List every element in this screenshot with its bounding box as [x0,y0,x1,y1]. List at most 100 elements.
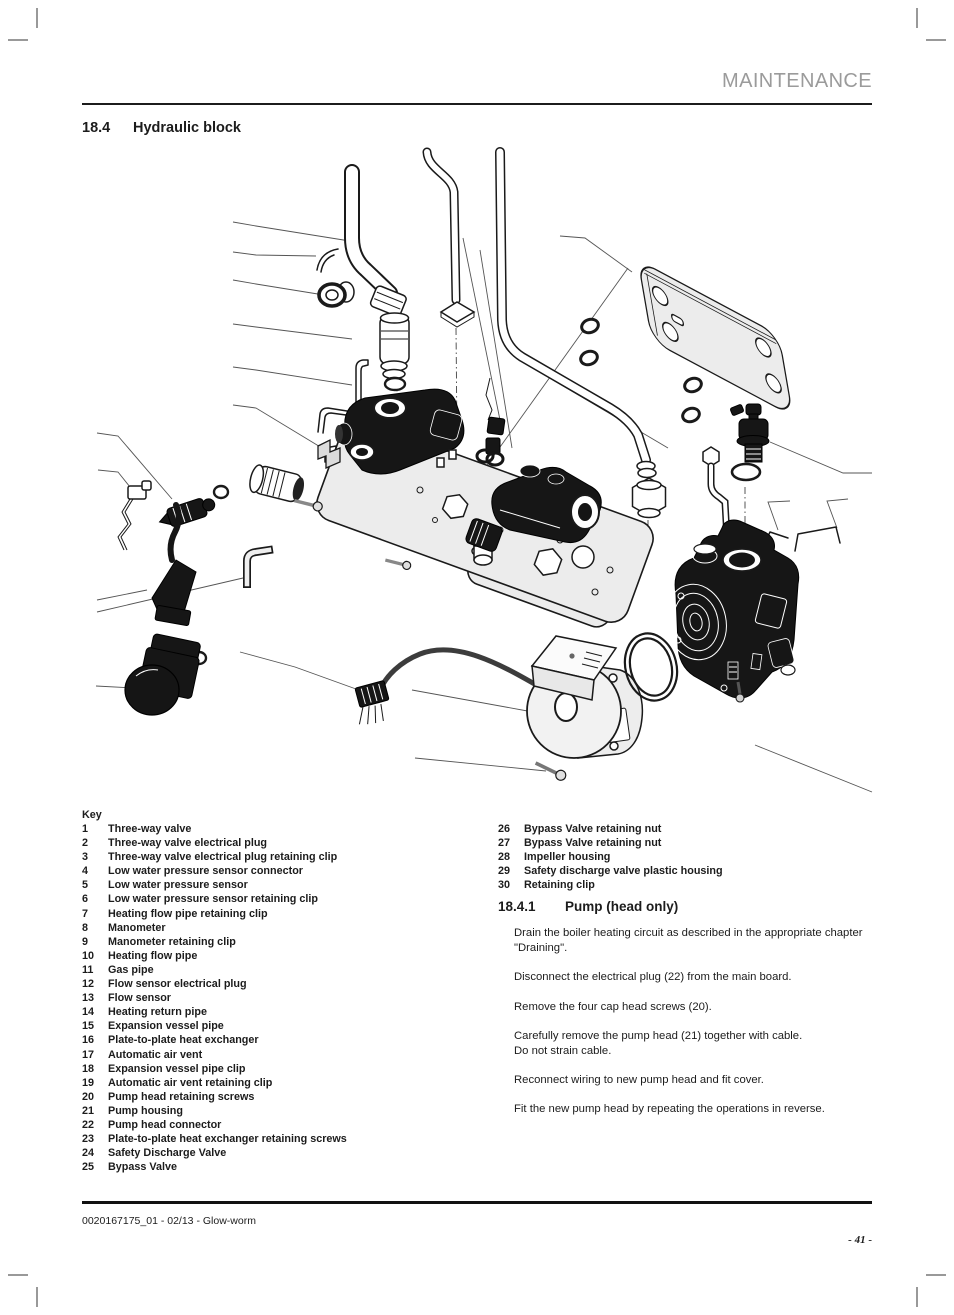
pump-head-drawing [354,635,644,781]
key-row: 30 Retaining clip [498,878,888,892]
key-number: 16 [82,1034,95,1047]
key-number: 24 [82,1147,95,1160]
key-number: 22 [82,1118,95,1131]
key-row: 14 Heating return pipe [82,1005,482,1019]
section-number: 18.4 [82,120,111,136]
key-number: 20 [82,1090,95,1103]
footer-page-number: - 41 - [848,1234,872,1246]
key-heading: Key [82,809,102,821]
key-label: Impeller housing [524,851,611,864]
key-label: Manometer [108,921,166,934]
return-pipe-nut [631,477,667,517]
key-row: 12 Flow sensor electrical plug [82,977,482,991]
key-label: Low water pressure sensor retaining clip [108,893,319,906]
housing-screw [735,681,745,703]
key-row: 25 Bypass Valve [82,1160,482,1174]
key-label: Three-way valve electrical plug retainin… [108,851,338,864]
key-row: 29 Safety discharge valve plastic housin… [498,864,888,878]
key-row: 3 Three-way valve electrical plug retain… [82,850,482,864]
key-number: 25 [82,1161,95,1174]
key-number: 30 [498,879,511,892]
key-number: 6 [82,893,89,906]
terminal-box [530,635,618,681]
key-row: 11 Gas pipe [82,963,482,977]
key-label: Pump housing [108,1104,183,1117]
key-row: 26 Bypass Valve retaining nut [498,822,888,836]
instruction-paragraphs: Drain the boiler heating circuit as desc… [514,926,876,1132]
pump-housing-drawing [665,519,800,703]
key-number: 4 [82,865,89,878]
key-row: 20 Pump head retaining screws [82,1090,482,1104]
air-vent-o-ring [730,462,762,482]
pipe-union [317,281,355,308]
key-row: 23 Plate-to-plate heat exchanger retaini… [82,1132,482,1146]
key-label: Automatic air vent retaining clip [108,1076,273,1089]
page-header: MAINTENANCE [722,70,872,92]
three-way-valve-drawing [249,388,465,571]
key-number: 9 [82,935,89,948]
key-number: 5 [82,879,89,892]
instruction-paragraph: Remove the four cap head screws (20). [514,1000,712,1013]
key-column-1: 1 Three-way valve 2 Three-way valve elec… [82,822,482,1174]
key-label: Manometer retaining clip [108,935,236,948]
valve-plug [151,559,197,617]
key-label: Low water pressure sensor connector [108,865,304,878]
key-label: Pump head connector [108,1118,222,1131]
key-number: 1 [82,823,89,835]
key-number: 21 [82,1104,95,1117]
lwp-clip [243,545,274,588]
key-number: 14 [82,1006,95,1019]
clips [317,359,841,552]
key-label: Bypass Valve [108,1161,178,1174]
key-row: 10 Heating flow pipe [82,949,482,963]
key-number: 23 [82,1133,95,1146]
key-row: 9 Manometer retaining clip [82,935,482,949]
air-vent-drawing [730,403,770,482]
key-column-2: 26 Bypass Valve retaining nut 27 Bypass … [498,822,888,892]
key-row: 18 Expansion vessel pipe clip [82,1062,482,1076]
key-label: Gas pipe [108,963,154,976]
key-row: 8 Manometer [82,921,482,935]
subsection-number: 18.4.1 [498,899,536,914]
key-number: 27 [498,837,511,850]
key-number: 18 [82,1062,95,1075]
key-row: 15 Expansion vessel pipe [82,1019,482,1033]
section-title: Hydraulic block [133,120,241,136]
pump-cable [377,647,541,693]
key-label: Plate-to-plate heat exchanger [108,1034,259,1047]
key-number: 29 [498,865,511,878]
key-number: 3 [82,851,89,864]
lwp-connector [127,485,147,500]
header-rule [82,103,872,105]
key-number: 11 [82,963,94,976]
heat-exchanger-drawing [640,266,791,410]
heating-return-pipe-drawing [495,147,667,519]
screw [294,498,323,512]
key-row: 7 Heating flow pipe retaining clip [82,907,482,921]
construction-lines [396,327,746,570]
key-row: 19 Automatic air vent retaining clip [82,1076,482,1090]
key-label: Expansion vessel pipe clip [108,1062,246,1075]
key-number: 19 [82,1076,95,1089]
key-label: Three-way valve electrical plug [108,837,268,850]
manometer [124,633,201,716]
instruction-paragraph: Reconnect wiring to new pump head and fi… [514,1074,764,1087]
key-label: Heating flow pipe retaining clip [108,907,268,920]
pump-screw [534,761,567,781]
key-row: 6 Low water pressure sensor retaining cl… [82,892,482,906]
key-row: 2 Three-way valve electrical plug [82,836,482,850]
left-parts [117,480,274,716]
key-label: Safety discharge valve plastic housing [524,865,723,878]
key-number: 2 [82,837,89,850]
key-label: Flow sensor [108,992,171,1005]
key-row: 13 Flow sensor [82,991,482,1005]
key-row: 16 Plate-to-plate heat exchanger [82,1033,482,1047]
key-number: 17 [82,1048,95,1061]
pump-o-ring [623,632,679,702]
key-row: 28 Impeller housing [498,850,888,864]
key-label: Low water pressure sensor [108,879,248,892]
key-label: Flow sensor electrical plug [108,978,247,991]
key-label: Automatic air vent [108,1048,203,1061]
pump-connector [354,680,390,725]
